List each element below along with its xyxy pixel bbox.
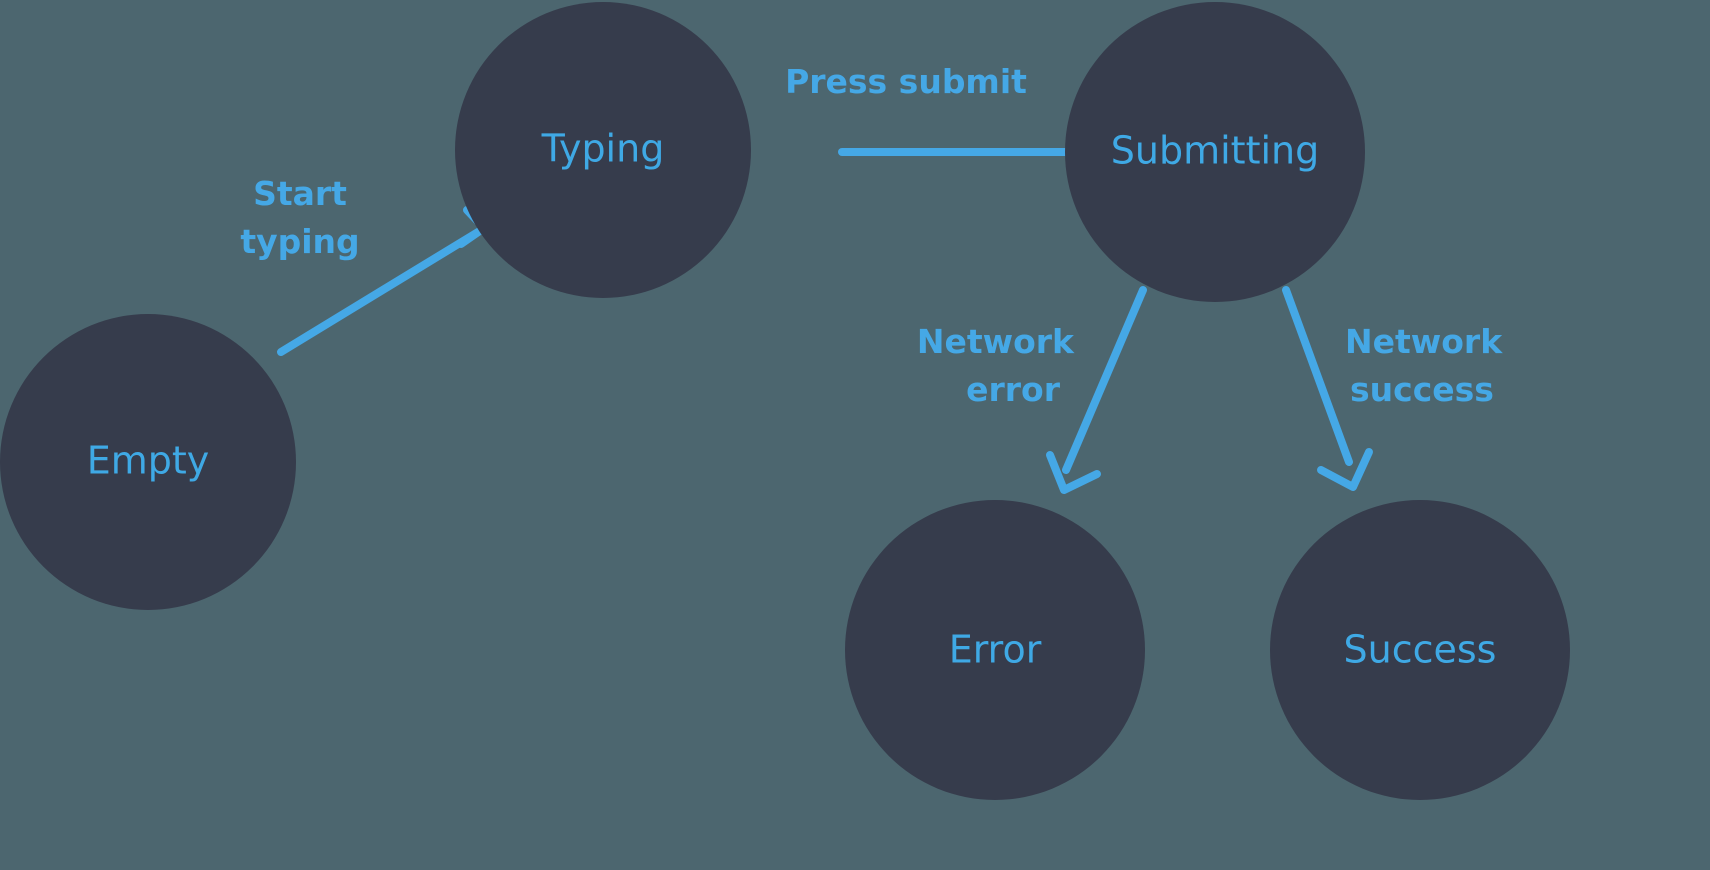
state-node-success-label: Success [1344, 628, 1497, 672]
edge-label-network-error: Network error [917, 322, 1075, 409]
state-node-success[interactable]: Success [1270, 500, 1570, 800]
edge-label-network-error-line1: Network [917, 322, 1075, 361]
state-node-empty-label: Empty [87, 439, 210, 483]
edge-label-network-success: Network success [1345, 322, 1503, 409]
edge-label-start-typing-line1: Start [253, 174, 347, 213]
state-node-typing[interactable]: Typing [455, 2, 751, 298]
state-node-error-label: Error [949, 628, 1042, 672]
edge-label-start-typing: Start typing [240, 174, 359, 261]
state-node-success-circle[interactable] [1270, 500, 1570, 800]
state-node-submitting-circle[interactable] [1065, 2, 1365, 302]
edge-network-error-arrowhead [1046, 451, 1101, 494]
edge-network-success-arrowhead [1317, 448, 1373, 491]
edge-label-network-success-line1: Network [1345, 322, 1503, 361]
edge-label-start-typing-line2: typing [240, 222, 359, 261]
edge-label-press-submit-line1: Press submit [785, 62, 1027, 101]
edge-start-typing-line [277, 228, 482, 356]
state-node-error-circle[interactable] [845, 500, 1145, 800]
state-node-typing-circle[interactable] [455, 2, 751, 298]
edge-label-network-error-line2: error [966, 370, 1061, 409]
state-node-empty[interactable]: Empty [0, 314, 296, 610]
state-node-typing-label: Typing [541, 127, 665, 171]
edge-network-error [1046, 286, 1147, 494]
edge-network-success [1282, 286, 1373, 491]
state-node-error[interactable]: Error [845, 500, 1145, 800]
edge-label-press-submit: Press submit [785, 62, 1027, 101]
state-node-submitting[interactable]: Submitting [1065, 2, 1365, 302]
edge-network-success-line [1282, 286, 1353, 466]
edge-label-network-success-line2: success [1350, 370, 1494, 409]
state-node-submitting-label: Submitting [1111, 129, 1319, 173]
state-node-empty-circle[interactable] [0, 314, 296, 610]
edge-network-error-line [1062, 286, 1147, 474]
